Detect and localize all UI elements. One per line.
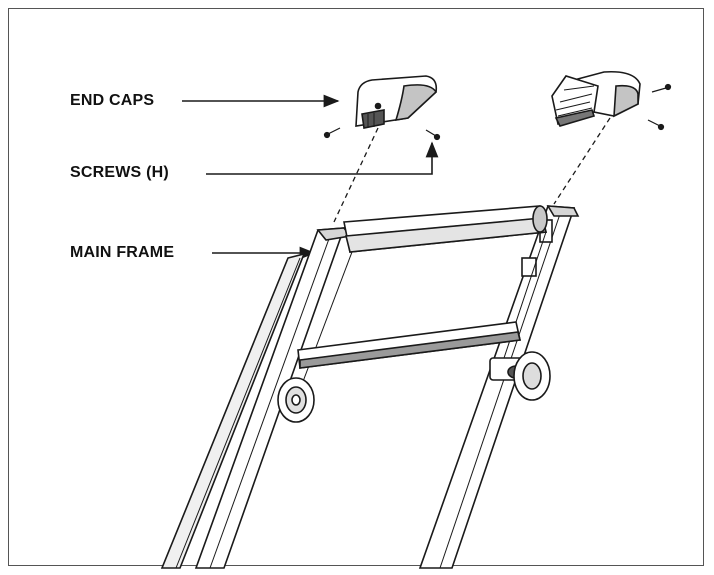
deck-surface — [295, 231, 547, 401]
left-end-cap — [355, 75, 438, 129]
left-screws — [323, 127, 441, 141]
alignment-dashes — [333, 117, 611, 223]
main-frame-label: MAIN FRAME — [70, 244, 175, 261]
left-wheel — [277, 377, 315, 423]
end-caps-label: END CAPS — [70, 92, 155, 109]
cross-bar — [297, 321, 521, 369]
right-rail — [418, 205, 580, 569]
front-roller — [343, 205, 548, 253]
screws-leader — [206, 141, 439, 175]
screws-label: SCREWS (H) — [70, 164, 169, 181]
right-wheel — [489, 351, 551, 401]
right-screws — [647, 83, 672, 131]
left-rail — [160, 227, 352, 569]
right-end-cap — [551, 70, 641, 127]
